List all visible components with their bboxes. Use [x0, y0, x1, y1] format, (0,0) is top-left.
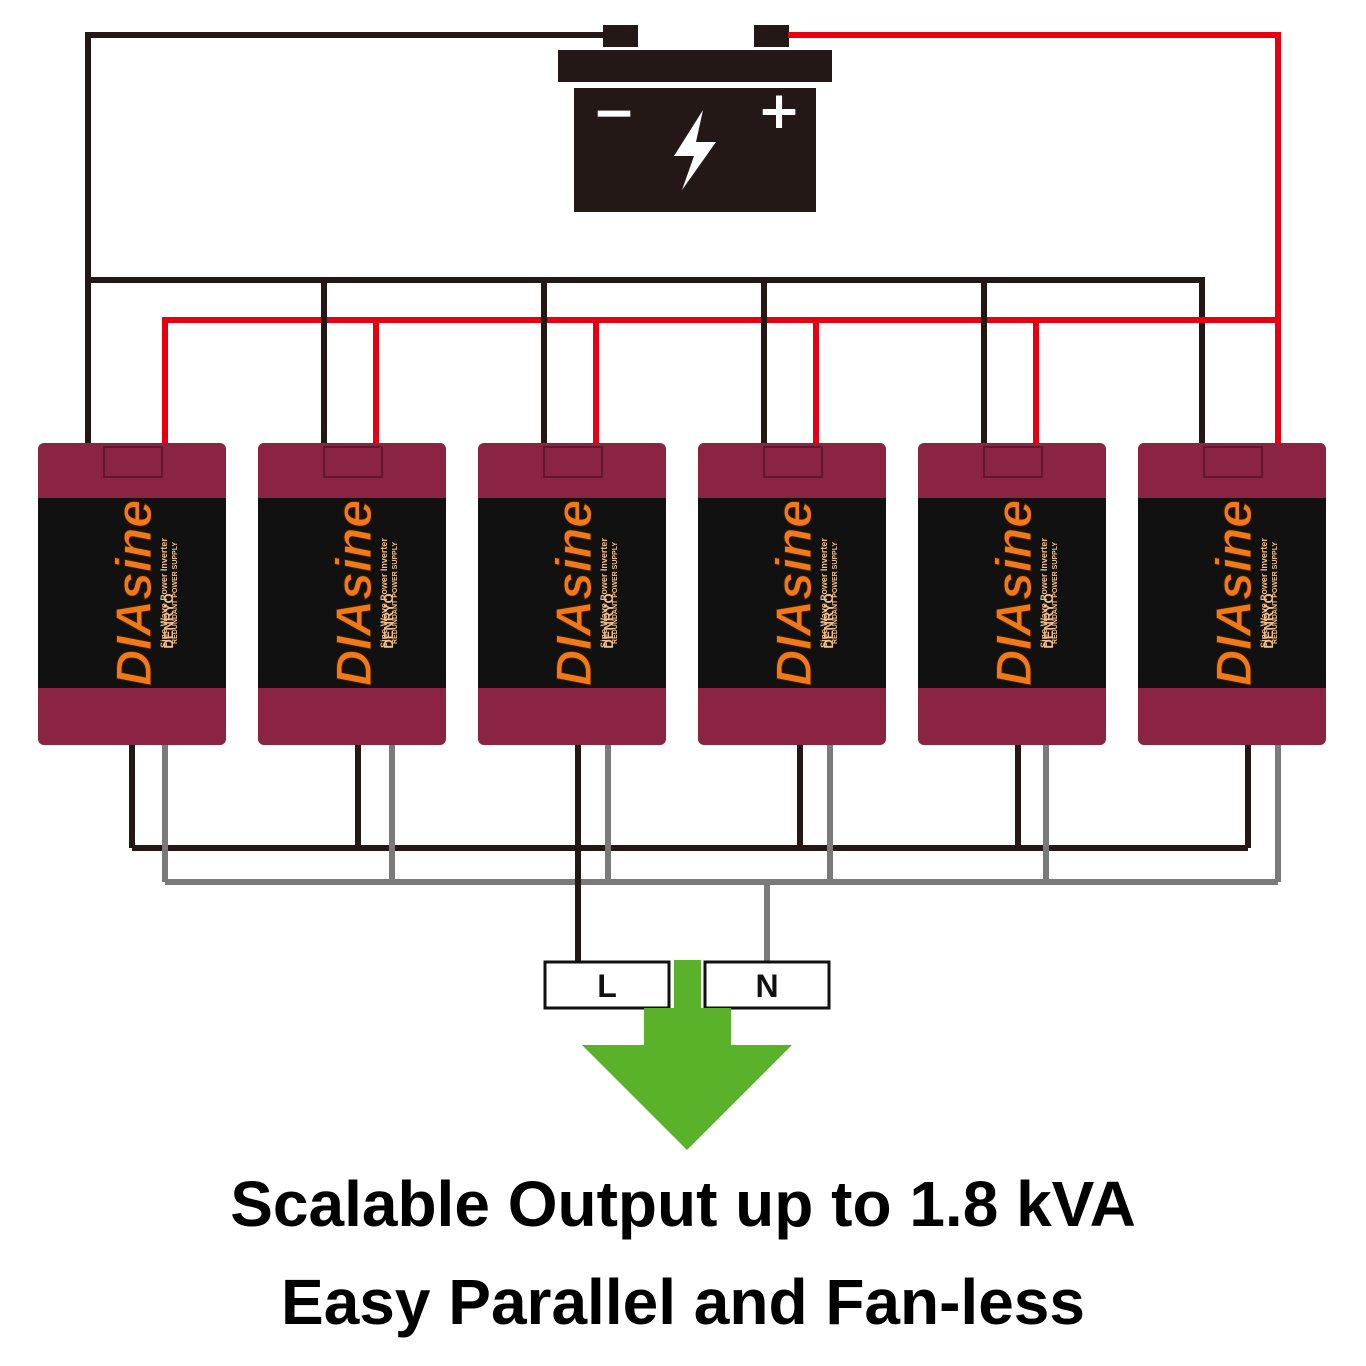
- terminal-line-label: L: [597, 968, 617, 1004]
- inverter-subtitle-2: REDUNDANT POWER SUPPLY: [832, 542, 839, 644]
- terminal-line-box: [543, 960, 671, 1010]
- inverter-brand-name: DIAsine: [546, 500, 602, 686]
- output-arrow-icon: [582, 960, 792, 1150]
- terminal-neutral-label: N: [755, 968, 778, 1004]
- battery-icon: − +: [558, 25, 832, 212]
- lightning-bolt-icon: [674, 110, 716, 190]
- inverter-subtitle-2: REDUNDANT POWER SUPPLY: [392, 542, 399, 644]
- inverter-brand-name: DIAsine: [1206, 500, 1262, 686]
- inverter-subtitle-1: Sine Wave Power Inverter: [819, 538, 829, 648]
- inverter-top-vent: [323, 446, 383, 478]
- inverter-subtitle-1: Sine Wave Power Inverter: [379, 538, 389, 648]
- inverter-top-vent: [763, 446, 823, 478]
- battery-negative-post: [603, 25, 638, 47]
- inverter-label-band: [918, 498, 1106, 688]
- inverter-maker: DENRYO: [1041, 593, 1056, 648]
- dc-negative-bus: [88, 277, 1205, 443]
- inverter-top-vent: [983, 446, 1043, 478]
- inverter-label-band: [38, 498, 226, 688]
- battery-negative-main-wire: [85, 32, 605, 443]
- inverter-top-vent: [1203, 446, 1263, 478]
- inverter-brand-name: DIAsine: [766, 500, 822, 686]
- output-terminals: L N: [543, 960, 831, 1010]
- inverter-label-band: [258, 498, 446, 688]
- inverter-subtitle-1: Sine Wave Power Inverter: [1259, 538, 1269, 648]
- battery-positive-post: [754, 25, 789, 47]
- inverter-top-vent: [103, 446, 163, 478]
- caption-line-2: Easy Parallel and Fan-less: [281, 1266, 1085, 1338]
- inverter-subtitle-2: REDUNDANT POWER SUPPLY: [612, 542, 619, 644]
- inverter-label-band: [478, 498, 666, 688]
- inverter-maker: DENRYO: [161, 593, 176, 648]
- inverter-maker: DENRYO: [381, 593, 396, 648]
- terminal-neutral-box: [703, 960, 831, 1010]
- inverter-brand-name: DIAsine: [326, 500, 382, 686]
- inverter-maker: DENRYO: [601, 593, 616, 648]
- inverter-subtitle-2: REDUNDANT POWER SUPPLY: [1272, 542, 1279, 644]
- wire-layer: [85, 32, 1281, 962]
- dc-positive-bus: [162, 317, 1278, 443]
- inverter-subtitle-1: Sine Wave Power Inverter: [1039, 538, 1049, 648]
- battery-positive-main-wire: [788, 32, 1281, 443]
- inverter-subtitle-2: REDUNDANT POWER SUPPLY: [172, 542, 179, 644]
- inverter-top-vent: [543, 446, 603, 478]
- inverter-brand-name: DIAsine: [986, 500, 1042, 686]
- caption-line-1: Scalable Output up to 1.8 kVA: [230, 1168, 1136, 1240]
- battery-positive-sign: +: [757, 81, 801, 141]
- battery-negative-sign: −: [592, 83, 636, 143]
- inverter-subtitle-1: Sine Wave Power Inverter: [599, 538, 609, 648]
- inverter-maker: DENRYO: [1261, 593, 1276, 648]
- battery-lid: [558, 50, 832, 82]
- inverter-subtitle-2: REDUNDANT POWER SUPPLY: [1052, 542, 1059, 644]
- inverter-brand-name: DIAsine: [106, 500, 162, 686]
- inverter-label-band: [698, 498, 886, 688]
- inverter-label-band: [1138, 498, 1326, 688]
- inverter-subtitle-1: Sine Wave Power Inverter: [159, 538, 169, 648]
- inverter-maker: DENRYO: [821, 593, 836, 648]
